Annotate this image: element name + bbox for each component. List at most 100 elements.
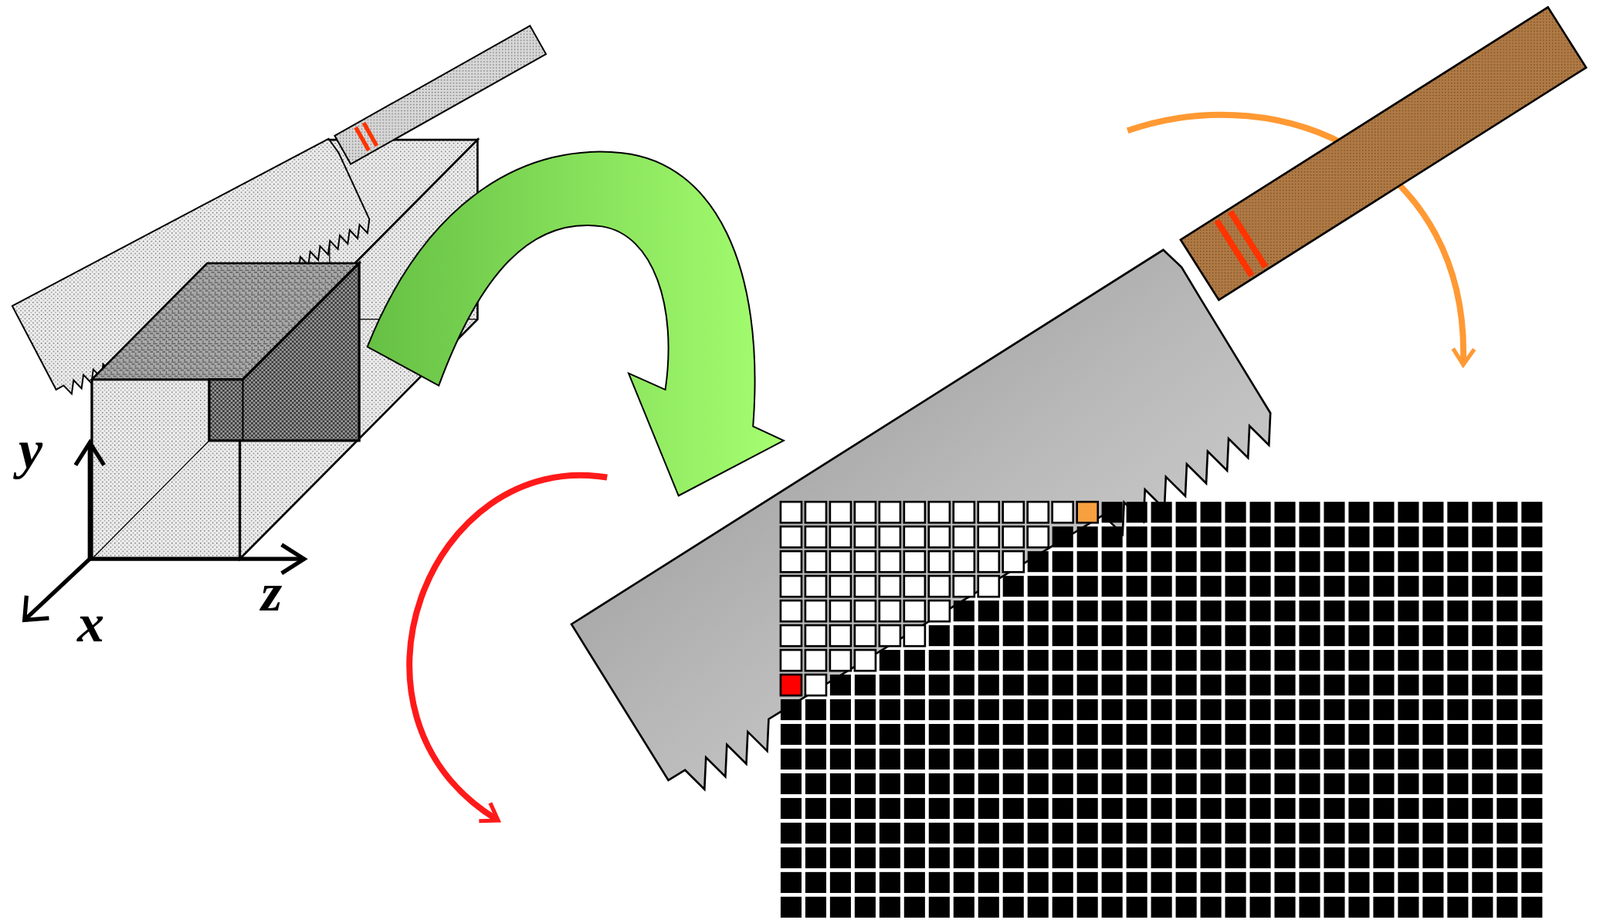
matrix-cell xyxy=(1052,600,1074,622)
matrix-cell xyxy=(953,600,975,622)
matrix-cell xyxy=(854,650,876,672)
matrix-cell xyxy=(1298,823,1320,845)
matrix-cell xyxy=(830,749,851,770)
matrix-cell xyxy=(1200,872,1222,894)
matrix-cell xyxy=(830,897,851,919)
matrix-cell xyxy=(1274,576,1295,597)
matrix-cell xyxy=(1447,551,1468,573)
matrix-cell xyxy=(1225,798,1247,820)
matrix-cell xyxy=(1077,551,1099,573)
matrix-cell xyxy=(1372,823,1394,845)
matrix-cell xyxy=(805,872,827,894)
matrix-cell xyxy=(1422,650,1444,672)
matrix-cell xyxy=(1521,798,1543,820)
matrix-cell xyxy=(1397,650,1419,672)
matrix-cell xyxy=(1077,526,1099,548)
matrix-cell xyxy=(1052,551,1074,573)
matrix-cell xyxy=(1101,501,1123,523)
matrix-cell xyxy=(1176,798,1197,820)
matrix-cell xyxy=(1225,699,1247,721)
matrix-cell xyxy=(805,773,827,795)
matrix-cell xyxy=(1027,526,1049,548)
matrix-cell xyxy=(1101,798,1123,820)
matrix-cell xyxy=(1052,724,1074,746)
matrix-cell xyxy=(1126,699,1148,721)
matrix-cell xyxy=(1422,823,1444,845)
matrix-cell xyxy=(1151,847,1173,869)
matrix-cell xyxy=(1151,699,1173,721)
matrix-cell xyxy=(805,576,827,597)
matrix-cell xyxy=(1521,674,1543,696)
matrix-cell xyxy=(1471,501,1493,523)
matrix-cell xyxy=(978,823,1000,845)
matrix-cell xyxy=(1348,501,1370,523)
matrix-cell xyxy=(1077,724,1099,746)
matrix-cell xyxy=(1348,749,1370,770)
matrix-cell xyxy=(1298,526,1320,548)
matrix-cell xyxy=(1521,773,1543,795)
matrix-cell xyxy=(1274,600,1295,622)
matrix-cell xyxy=(780,897,802,919)
matrix-cell xyxy=(1249,625,1271,647)
matrix-cell xyxy=(1496,823,1518,845)
matrix-cell xyxy=(1274,823,1295,845)
matrix-cell xyxy=(780,847,802,869)
matrix-cell xyxy=(1225,674,1247,696)
matrix-cell xyxy=(1176,773,1197,795)
matrix-cell xyxy=(1225,823,1247,845)
matrix-cell xyxy=(1496,897,1518,919)
matrix-cell xyxy=(1348,724,1370,746)
saw-handle xyxy=(1180,6,1587,300)
matrix-cell xyxy=(1422,699,1444,721)
matrix-cell xyxy=(1200,773,1222,795)
matrix-cell xyxy=(805,749,827,770)
matrix-cell xyxy=(1471,773,1493,795)
matrix-cell xyxy=(879,847,901,869)
matrix-cell xyxy=(1521,749,1543,770)
matrix-cell xyxy=(1126,576,1148,597)
matrix-cell xyxy=(978,674,1000,696)
matrix-cell xyxy=(1496,798,1518,820)
matrix-cell xyxy=(805,823,827,845)
matrix-cell xyxy=(780,749,802,770)
matrix-cell xyxy=(1225,576,1247,597)
matrix-cell xyxy=(879,773,901,795)
matrix-cell xyxy=(1323,526,1345,548)
matrix-cell xyxy=(978,724,1000,746)
matrix-cell xyxy=(1027,576,1049,597)
matrix-cell xyxy=(1521,551,1543,573)
matrix-cell xyxy=(1397,576,1419,597)
matrix-cell xyxy=(978,625,1000,647)
matrix-cell xyxy=(1471,650,1493,672)
matrix-cell xyxy=(1225,650,1247,672)
matrix-cell xyxy=(1397,798,1419,820)
axes xyxy=(24,443,305,621)
matrix-cell xyxy=(780,872,802,894)
matrix-cell xyxy=(1471,749,1493,770)
matrix-cell xyxy=(879,600,901,622)
matrix-cell xyxy=(1176,526,1197,548)
matrix-cell xyxy=(1003,526,1024,548)
matrix-cell xyxy=(953,823,975,845)
matrix-cell xyxy=(854,897,876,919)
matrix-cell xyxy=(1471,551,1493,573)
matrix-cell xyxy=(1003,551,1024,573)
matrix-cell xyxy=(1496,501,1518,523)
matrix-cell xyxy=(1126,749,1148,770)
matrix-cell xyxy=(953,551,975,573)
matrix-cell xyxy=(805,551,827,573)
matrix-cell xyxy=(1126,724,1148,746)
matrix-cell xyxy=(1298,625,1320,647)
matrix-cell xyxy=(978,501,1000,523)
axis-label: z xyxy=(261,566,282,621)
matrix-cell xyxy=(1249,798,1271,820)
matrix-cell xyxy=(1200,551,1222,573)
matrix-cell xyxy=(830,724,851,746)
matrix-cell xyxy=(904,798,926,820)
matrix-cell xyxy=(1496,724,1518,746)
matrix-cell xyxy=(854,773,876,795)
matrix-cell xyxy=(904,699,926,721)
matrix-cell xyxy=(1422,724,1444,746)
matrix-cell xyxy=(953,847,975,869)
